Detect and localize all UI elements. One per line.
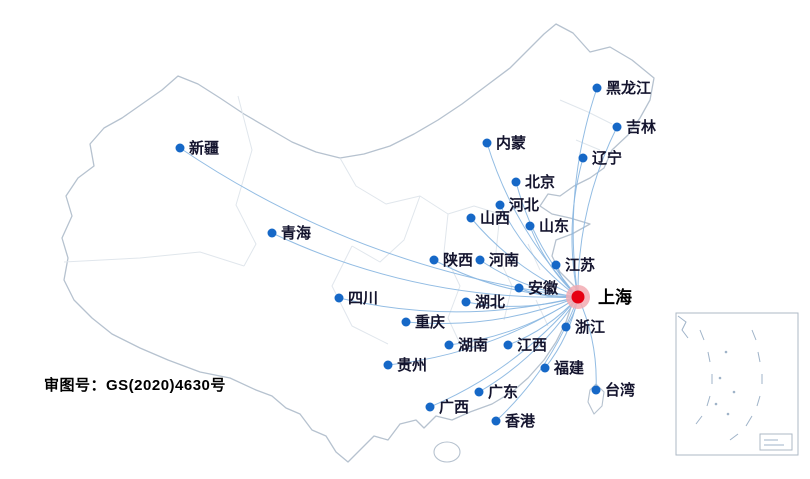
flight-line <box>387 296 579 366</box>
inset-island-dot <box>726 412 730 416</box>
map-approval-number: 审图号：GS(2020)4630号 <box>44 377 226 394</box>
province-dot <box>175 143 185 153</box>
province-dot <box>474 387 484 397</box>
province-label: 香港 <box>505 412 536 430</box>
flight-line <box>433 259 579 298</box>
province-dot <box>401 317 411 327</box>
province-label: 山东 <box>539 217 569 235</box>
province-label: 北京 <box>525 173 555 191</box>
province-label: 广西 <box>439 398 469 416</box>
province-dot <box>429 255 439 265</box>
flight-line <box>486 142 579 298</box>
province-label: 辽宁 <box>592 149 622 167</box>
province-label: 山西 <box>480 210 510 227</box>
province-label: 广东 <box>488 383 518 401</box>
flight-line <box>515 181 579 298</box>
flight-line <box>571 157 584 298</box>
inset-coast <box>677 315 689 339</box>
province-label: 吉林 <box>626 118 657 136</box>
province-label: 贵州 <box>397 356 427 374</box>
province-label: 湖北 <box>475 294 505 311</box>
province-label: 浙江 <box>575 318 605 336</box>
china-outline <box>61 23 655 463</box>
province-dot <box>514 283 524 293</box>
province-dot <box>461 297 471 307</box>
province-label: 青海 <box>281 224 311 242</box>
province-label: 内蒙 <box>496 134 526 152</box>
province-dot <box>482 138 492 148</box>
flight-line <box>429 296 579 408</box>
hub-dot <box>571 290 585 304</box>
inset-legend-box <box>759 433 793 451</box>
province-dot <box>551 260 561 270</box>
province-label: 湖南 <box>458 336 488 354</box>
hub-label: 上海 <box>598 287 632 307</box>
south-china-sea-inset <box>675 312 799 456</box>
province-label: 江苏 <box>565 256 595 274</box>
province-dot <box>612 122 622 132</box>
province-dot <box>466 213 476 223</box>
province-label: 河北 <box>509 196 539 214</box>
province-labels: 黑龙江吉林辽宁 内蒙北京河北山西 山东 新疆青海陕西河南 江苏安徽四川 湖北重庆 浙江湖南 江… <box>189 79 657 430</box>
province-dot <box>578 153 588 163</box>
inset-island-dot <box>724 350 728 354</box>
province-label: 陕西 <box>443 251 473 269</box>
province-dot <box>495 200 505 210</box>
province-dot <box>525 221 535 231</box>
province-label: 新疆 <box>189 139 219 157</box>
province-dot <box>503 340 513 350</box>
province-label: 河南 <box>489 251 519 269</box>
province-label: 安徽 <box>528 279 559 297</box>
inset-island-dot <box>718 376 722 380</box>
province-dot <box>267 228 277 238</box>
province-dot <box>592 83 602 93</box>
inset-dash-line <box>695 329 763 441</box>
flight-line <box>271 232 579 298</box>
province-dot <box>591 385 601 395</box>
province-dot <box>540 363 550 373</box>
inset-box <box>675 312 799 456</box>
province-dots <box>175 83 622 426</box>
flight-line <box>465 296 579 307</box>
province-dot <box>334 293 344 303</box>
province-dot <box>475 255 485 265</box>
inset-island-dot <box>732 390 736 394</box>
province-label: 台湾 <box>605 381 635 399</box>
hub-marker: 上海 <box>566 285 632 309</box>
province-dot <box>444 340 454 350</box>
province-label: 福建 <box>553 359 585 377</box>
flight-line <box>577 126 618 298</box>
province-label: 四川 <box>348 290 378 307</box>
inset-legend-lines <box>764 439 784 446</box>
province-dot <box>383 360 393 370</box>
province-dot <box>561 322 571 332</box>
flight-lines <box>179 87 618 422</box>
hainan-island <box>433 441 461 463</box>
inset-island-dot <box>714 402 718 406</box>
province-dot <box>425 402 435 412</box>
province-label: 江西 <box>517 336 547 354</box>
province-dot <box>511 177 521 187</box>
province-label: 黑龙江 <box>606 79 651 97</box>
flight-line <box>499 204 579 298</box>
province-dot <box>491 416 501 426</box>
flight-line <box>478 296 579 393</box>
province-label: 重庆 <box>415 313 445 331</box>
flight-line <box>405 296 579 325</box>
flight-line <box>470 217 579 298</box>
flight-line <box>572 87 598 298</box>
